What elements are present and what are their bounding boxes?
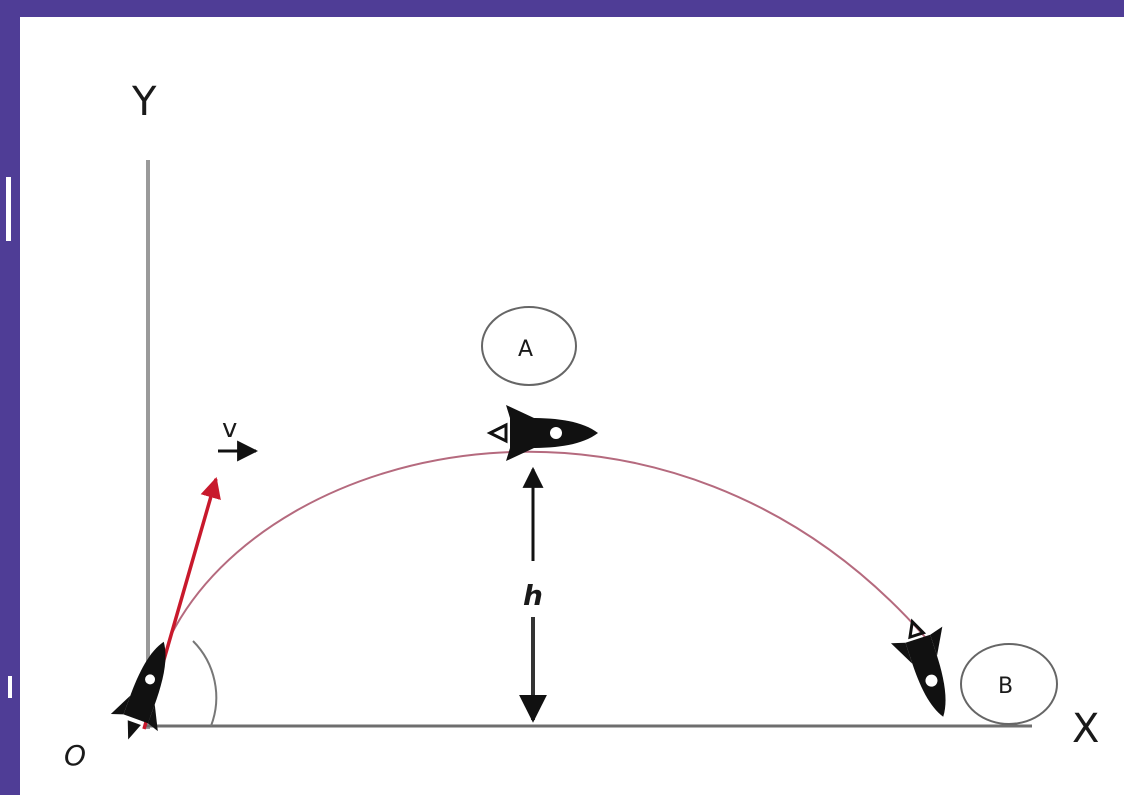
diagram-panel: Y X O v h A B bbox=[20, 17, 1124, 795]
rocket-landing-icon bbox=[890, 618, 946, 717]
left-frame-strip bbox=[0, 0, 20, 795]
height-label: h bbox=[523, 579, 543, 612]
x-axis-label: X bbox=[1072, 706, 1099, 752]
y-axis-label: Y bbox=[131, 79, 157, 125]
point-a-circle bbox=[481, 306, 577, 386]
point-b-circle bbox=[960, 643, 1058, 725]
rocket-launch-icon bbox=[110, 641, 166, 740]
strip-mark-top bbox=[6, 177, 11, 241]
point-a-label: A bbox=[518, 337, 533, 362]
origin-label: O bbox=[64, 739, 86, 772]
rocket-apex-icon bbox=[486, 405, 598, 461]
velocity-label: v bbox=[222, 414, 237, 444]
launch-angle-arc bbox=[192, 640, 218, 727]
trajectory-curve bbox=[169, 450, 926, 638]
point-b-label: B bbox=[998, 674, 1013, 699]
projectile-diagram: Y X O v h A B bbox=[64, 79, 1099, 772]
strip-mark-bottom bbox=[8, 676, 12, 698]
